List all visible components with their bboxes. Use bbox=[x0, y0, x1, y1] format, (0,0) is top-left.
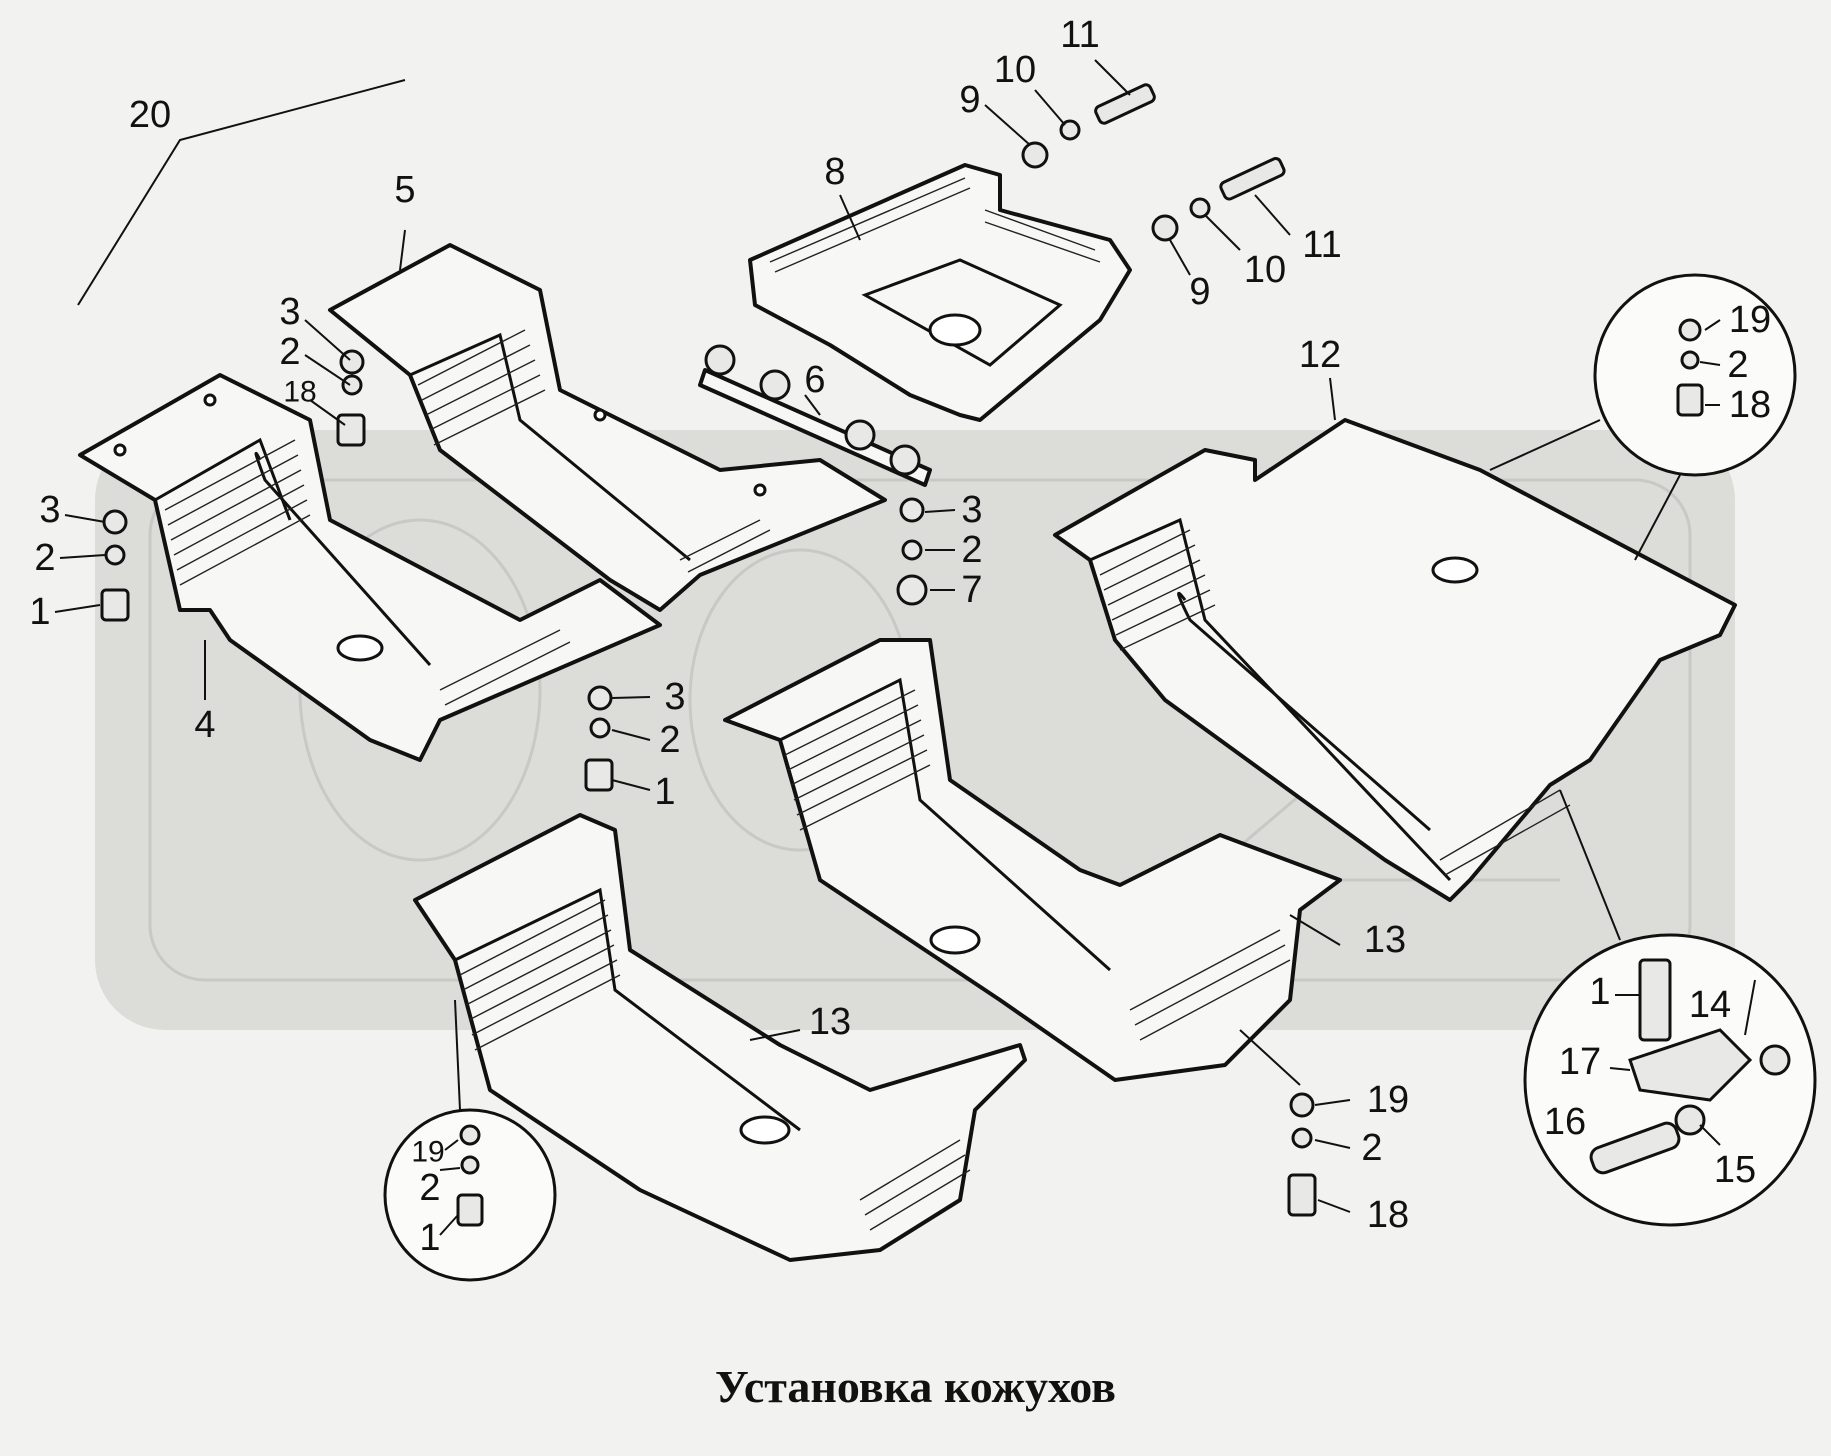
washer-icon bbox=[1189, 197, 1211, 219]
washer-icon bbox=[460, 1155, 480, 1175]
callout-14: 14 bbox=[1689, 984, 1731, 1026]
washer-icon bbox=[589, 717, 611, 739]
pin-icon bbox=[1589, 1121, 1681, 1175]
link-plate-icon bbox=[1628, 1028, 1753, 1102]
callout-20: 20 bbox=[129, 94, 171, 136]
cover-part-12 bbox=[1053, 418, 1737, 902]
callout-2: 2 bbox=[961, 529, 982, 571]
bolt-icon bbox=[1287, 1173, 1317, 1217]
detail-circle-top-right bbox=[1489, 273, 1797, 561]
washer-icon bbox=[1059, 119, 1081, 141]
callout-3: 3 bbox=[664, 676, 685, 718]
callout-10: 10 bbox=[994, 49, 1036, 91]
bracket-part-8 bbox=[748, 163, 1132, 422]
callout-19: 19 bbox=[1367, 1079, 1409, 1121]
bolt-icon bbox=[336, 413, 366, 447]
callout-2: 2 bbox=[1361, 1127, 1382, 1169]
cover-5-ribs bbox=[417, 329, 771, 573]
cover-part-13-lower bbox=[413, 813, 1027, 1262]
callouts: 20 5 4 3 2 18 3 2 1 8 9 10 11 9 10 11 6 … bbox=[29, 14, 1771, 1259]
fasteners bbox=[100, 83, 1317, 1217]
nut-icon bbox=[587, 685, 613, 711]
bolt-icon bbox=[1219, 157, 1286, 201]
callout-2: 2 bbox=[419, 1167, 440, 1209]
callout-2: 2 bbox=[34, 537, 55, 579]
callout-9: 9 bbox=[1189, 271, 1210, 313]
callout-1: 1 bbox=[29, 591, 50, 633]
callout-18: 18 bbox=[1367, 1194, 1409, 1236]
callout-12: 12 bbox=[1299, 334, 1341, 376]
callout-18: 18 bbox=[1729, 384, 1771, 426]
detail-circle-bottom-right bbox=[1523, 789, 1817, 1227]
detail-circle-bottom-left bbox=[383, 999, 557, 1282]
cover-12-ribs bbox=[1099, 529, 1571, 876]
callout-2: 2 bbox=[279, 331, 300, 373]
nut-icon bbox=[899, 497, 925, 523]
washer-icon bbox=[1759, 1044, 1791, 1076]
bolt-icon bbox=[1638, 958, 1672, 1042]
callout-10: 10 bbox=[1244, 249, 1286, 291]
callout-17: 17 bbox=[1559, 1041, 1601, 1083]
bolt-icon bbox=[1676, 383, 1704, 417]
callout-3: 3 bbox=[961, 489, 982, 531]
washer-icon bbox=[901, 539, 923, 561]
washer-icon bbox=[1291, 1127, 1313, 1149]
nut-icon bbox=[102, 509, 128, 535]
callout-2: 2 bbox=[1727, 344, 1748, 386]
callout-4: 4 bbox=[194, 704, 215, 746]
callout-18: 18 bbox=[283, 376, 316, 409]
leader-lines bbox=[54, 59, 1721, 1236]
nut-icon bbox=[459, 1124, 481, 1146]
callout-5: 5 bbox=[394, 169, 415, 211]
washer-icon bbox=[1674, 1104, 1706, 1136]
washer-icon bbox=[1680, 350, 1700, 370]
bolt-icon bbox=[1094, 83, 1156, 125]
figure-caption: Установка кожухов bbox=[715, 1361, 1116, 1412]
washer-icon bbox=[104, 544, 126, 566]
callout-3: 3 bbox=[279, 291, 300, 333]
bolt-icon bbox=[456, 1193, 484, 1227]
callout-11: 11 bbox=[1060, 14, 1099, 56]
cover-part-13-middle bbox=[723, 638, 1342, 1082]
callout-8: 8 bbox=[824, 151, 845, 193]
callout-16: 16 bbox=[1544, 1101, 1586, 1143]
callout-13: 13 bbox=[809, 1001, 851, 1043]
callout-3: 3 bbox=[39, 489, 60, 531]
washer-icon bbox=[341, 374, 363, 396]
callout-9: 9 bbox=[959, 79, 980, 121]
callout-13: 13 bbox=[1364, 919, 1406, 961]
washer-icon bbox=[1151, 214, 1179, 242]
bolt-bar-part-6 bbox=[698, 344, 932, 487]
cover-13-lower-ribs bbox=[459, 899, 971, 1231]
nut-icon bbox=[896, 574, 928, 606]
bracket-8-ribs bbox=[769, 177, 1101, 273]
callout-15: 15 bbox=[1714, 1149, 1756, 1191]
cover-part-5 bbox=[328, 243, 887, 612]
callout-19: 19 bbox=[1729, 299, 1771, 341]
bolt-icon bbox=[100, 588, 130, 622]
callout-19: 19 bbox=[411, 1136, 444, 1169]
bolt-icon bbox=[584, 758, 614, 792]
cover-4-ribs bbox=[164, 439, 571, 706]
washer-icon bbox=[1021, 141, 1049, 169]
callout-6: 6 bbox=[804, 359, 825, 401]
callout-1: 1 bbox=[419, 1217, 440, 1259]
callout-1: 1 bbox=[1589, 971, 1610, 1013]
nut-icon bbox=[1289, 1092, 1315, 1118]
callout-7: 7 bbox=[961, 569, 982, 611]
callout-2: 2 bbox=[659, 719, 680, 761]
cover-part-4 bbox=[78, 373, 662, 762]
callout-11: 11 bbox=[1302, 224, 1341, 266]
nut-icon bbox=[1678, 318, 1702, 342]
callout-1: 1 bbox=[654, 771, 675, 813]
cover-13-middle-ribs bbox=[784, 689, 1291, 1041]
